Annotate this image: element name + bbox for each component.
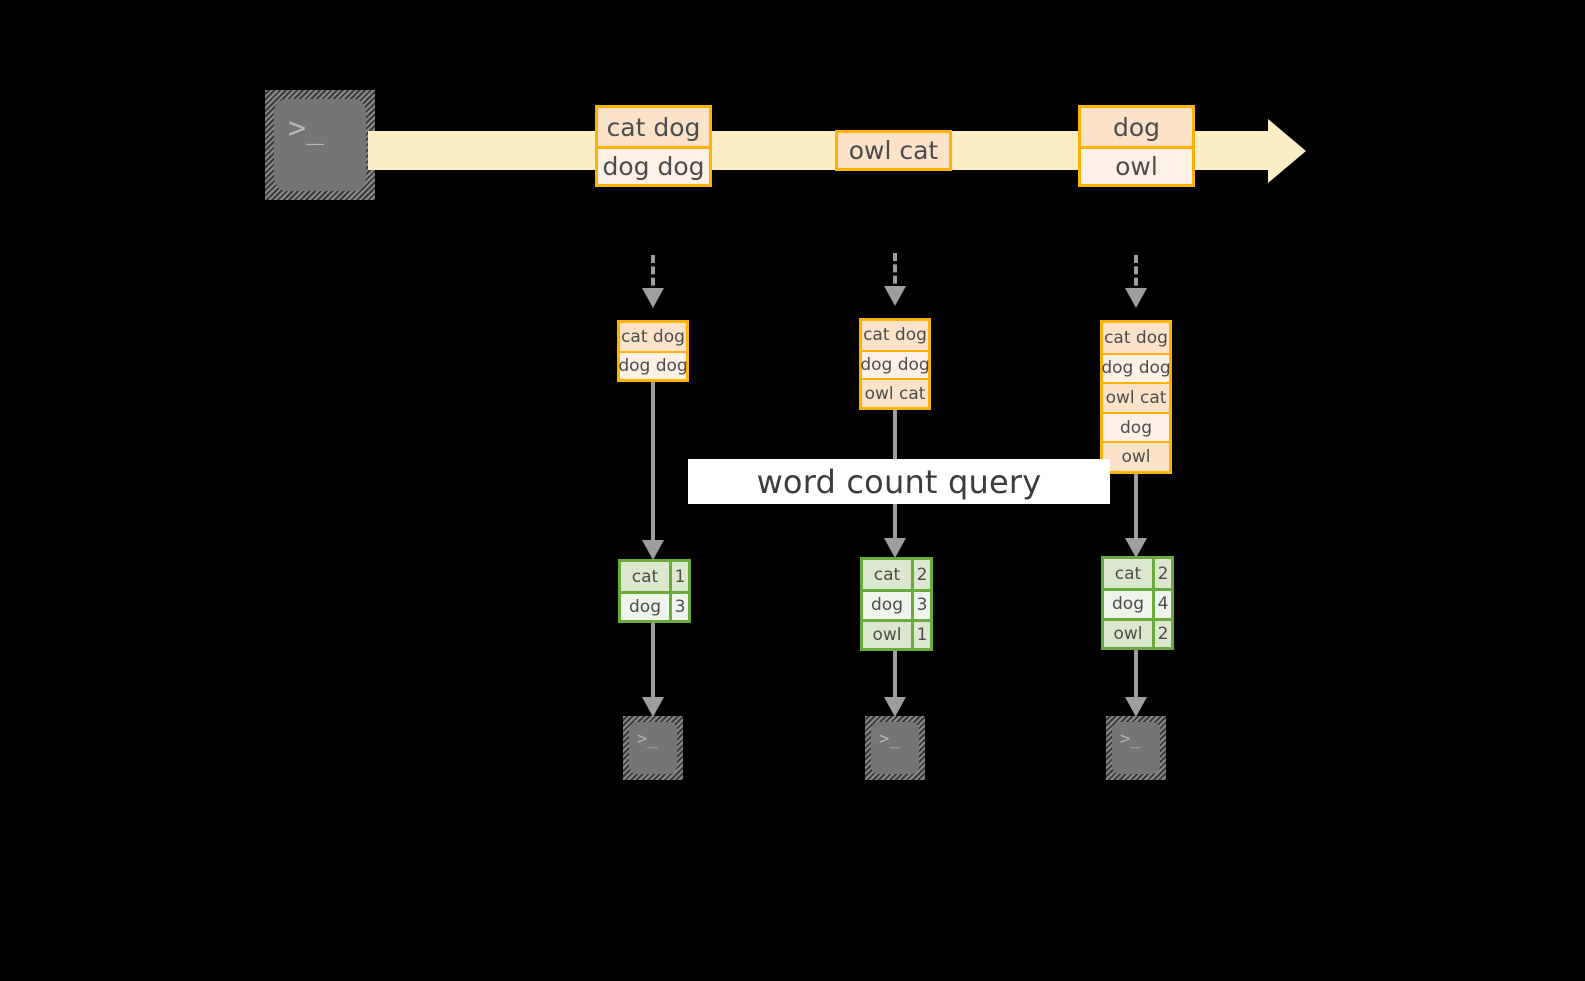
connector-arrow-head — [884, 286, 906, 306]
connector-arrow-head — [1125, 538, 1147, 558]
word-count-result-table: cat 1 dog 3 — [618, 559, 691, 623]
snapshot-to-result-connector — [1134, 474, 1138, 544]
terminal-screen: >_ — [274, 99, 366, 191]
result-count: 1 — [669, 562, 688, 591]
word-count-result-table: cat 2 dog 3 owl 1 — [860, 557, 933, 651]
sink-terminal-icon: >_ — [623, 716, 683, 780]
connector-arrow-head — [642, 697, 664, 717]
connector-arrow-head — [1125, 288, 1147, 308]
record-line: owl cat — [838, 133, 949, 168]
stream-arrow-head — [1268, 119, 1306, 183]
snapshot-input-line: cat dog — [620, 323, 686, 351]
connector-arrow-head — [642, 288, 664, 308]
record-line: owl — [1081, 146, 1192, 184]
query-label-text: word count query — [756, 462, 1042, 501]
terminal-screen: >_ — [871, 722, 919, 774]
result-count: 1 — [911, 621, 930, 648]
result-word: cat — [621, 562, 669, 591]
snapshot-input-line: owl — [1103, 441, 1169, 471]
stream-to-snapshot-connector — [651, 255, 655, 297]
stream-to-snapshot-connector — [893, 253, 897, 295]
result-count: 4 — [1152, 591, 1171, 618]
result-count: 2 — [911, 560, 930, 590]
result-row: cat 1 — [621, 562, 688, 591]
result-count: 3 — [911, 592, 930, 619]
result-to-sink-connector — [1134, 650, 1138, 703]
result-word: cat — [863, 560, 911, 590]
snapshot-input-table: cat dog dog dog owl cat dog owl — [1100, 320, 1172, 474]
record-line: dog — [1081, 108, 1192, 146]
snapshot-input-line: dog dog — [1101, 352, 1171, 383]
snapshot-input-line: dog — [1103, 411, 1169, 442]
terminal-prompt-glyph: >_ — [1120, 729, 1141, 749]
result-word: dog — [621, 594, 669, 620]
connector-arrow-head — [642, 540, 664, 560]
result-row: dog 4 — [1104, 588, 1171, 618]
connector-arrow-head — [1125, 697, 1147, 717]
terminal-prompt-glyph: >_ — [288, 111, 325, 146]
result-row: cat 2 — [863, 560, 930, 590]
query-label-band: word count query — [688, 459, 1110, 504]
result-word: owl — [1104, 620, 1152, 647]
source-terminal-icon: >_ — [265, 90, 375, 200]
stream-to-snapshot-connector — [1134, 255, 1138, 297]
snapshot-input-line: owl cat — [1103, 382, 1169, 412]
result-word: dog — [1104, 591, 1152, 618]
terminal-prompt-glyph: >_ — [879, 729, 900, 749]
sink-terminal-icon: >_ — [865, 716, 925, 780]
result-row: owl 2 — [1104, 617, 1171, 647]
stream-record: owl cat — [835, 130, 952, 171]
terminal-prompt-glyph: >_ — [637, 729, 658, 749]
result-to-sink-connector — [893, 651, 897, 703]
snapshot-input-table: cat dog dog dog — [617, 320, 689, 382]
snapshot-input-table: cat dog dog dog owl cat — [859, 318, 931, 410]
result-count: 3 — [669, 594, 688, 620]
snapshot-input-line: owl cat — [862, 378, 928, 408]
snapshot-input-line: cat dog — [862, 321, 928, 350]
result-word: owl — [863, 621, 911, 648]
result-row: cat 2 — [1104, 559, 1171, 589]
result-word: cat — [1104, 559, 1152, 589]
snapshot-input-line: cat dog — [1103, 323, 1169, 353]
word-count-result-table: cat 2 dog 4 owl 2 — [1101, 556, 1174, 650]
result-count: 2 — [1152, 559, 1171, 589]
result-count: 2 — [1152, 620, 1171, 647]
terminal-screen: >_ — [1112, 722, 1160, 774]
result-row: dog 3 — [621, 591, 688, 620]
result-row: owl 1 — [863, 618, 930, 648]
stream-record: dog owl — [1078, 105, 1195, 187]
sink-terminal-icon: >_ — [1106, 716, 1166, 780]
snapshot-to-result-connector — [651, 382, 655, 546]
result-word: dog — [863, 592, 911, 619]
connector-arrow-head — [884, 538, 906, 558]
connector-arrow-head — [884, 697, 906, 717]
record-line: dog dog — [598, 146, 709, 184]
snapshot-input-line: dog dog — [618, 351, 688, 379]
result-row: dog 3 — [863, 589, 930, 619]
terminal-screen: >_ — [629, 722, 677, 774]
record-line: cat dog — [598, 108, 709, 146]
result-to-sink-connector — [651, 623, 655, 703]
snapshot-input-line: dog dog — [860, 349, 930, 379]
stream-record: cat dog dog dog — [595, 105, 712, 187]
